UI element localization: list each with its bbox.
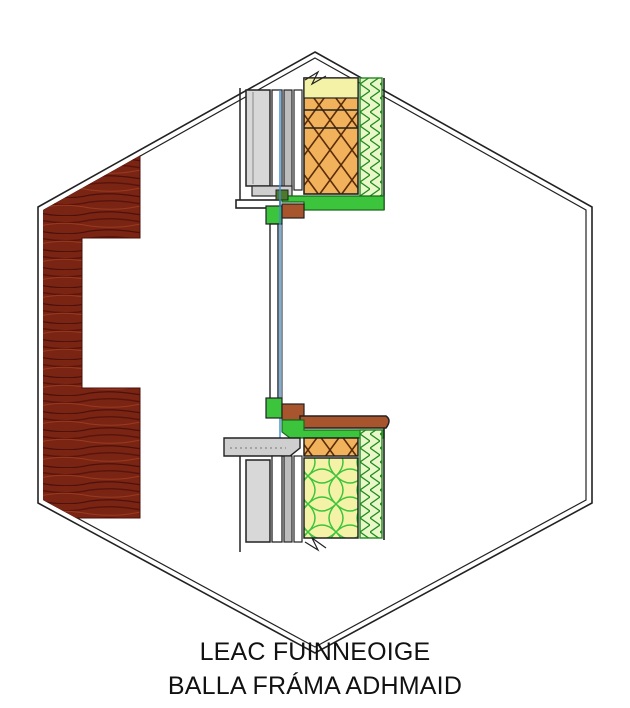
upper-wall-section (235, 70, 385, 225)
lower-wall-section (223, 397, 390, 552)
caption-line-2: BALLA FRÁMA ADHMAID (167, 672, 463, 700)
caption-line-1: LEAC FUINNEOIGE (199, 638, 431, 666)
hexagon-frame-outer (37, 51, 593, 654)
